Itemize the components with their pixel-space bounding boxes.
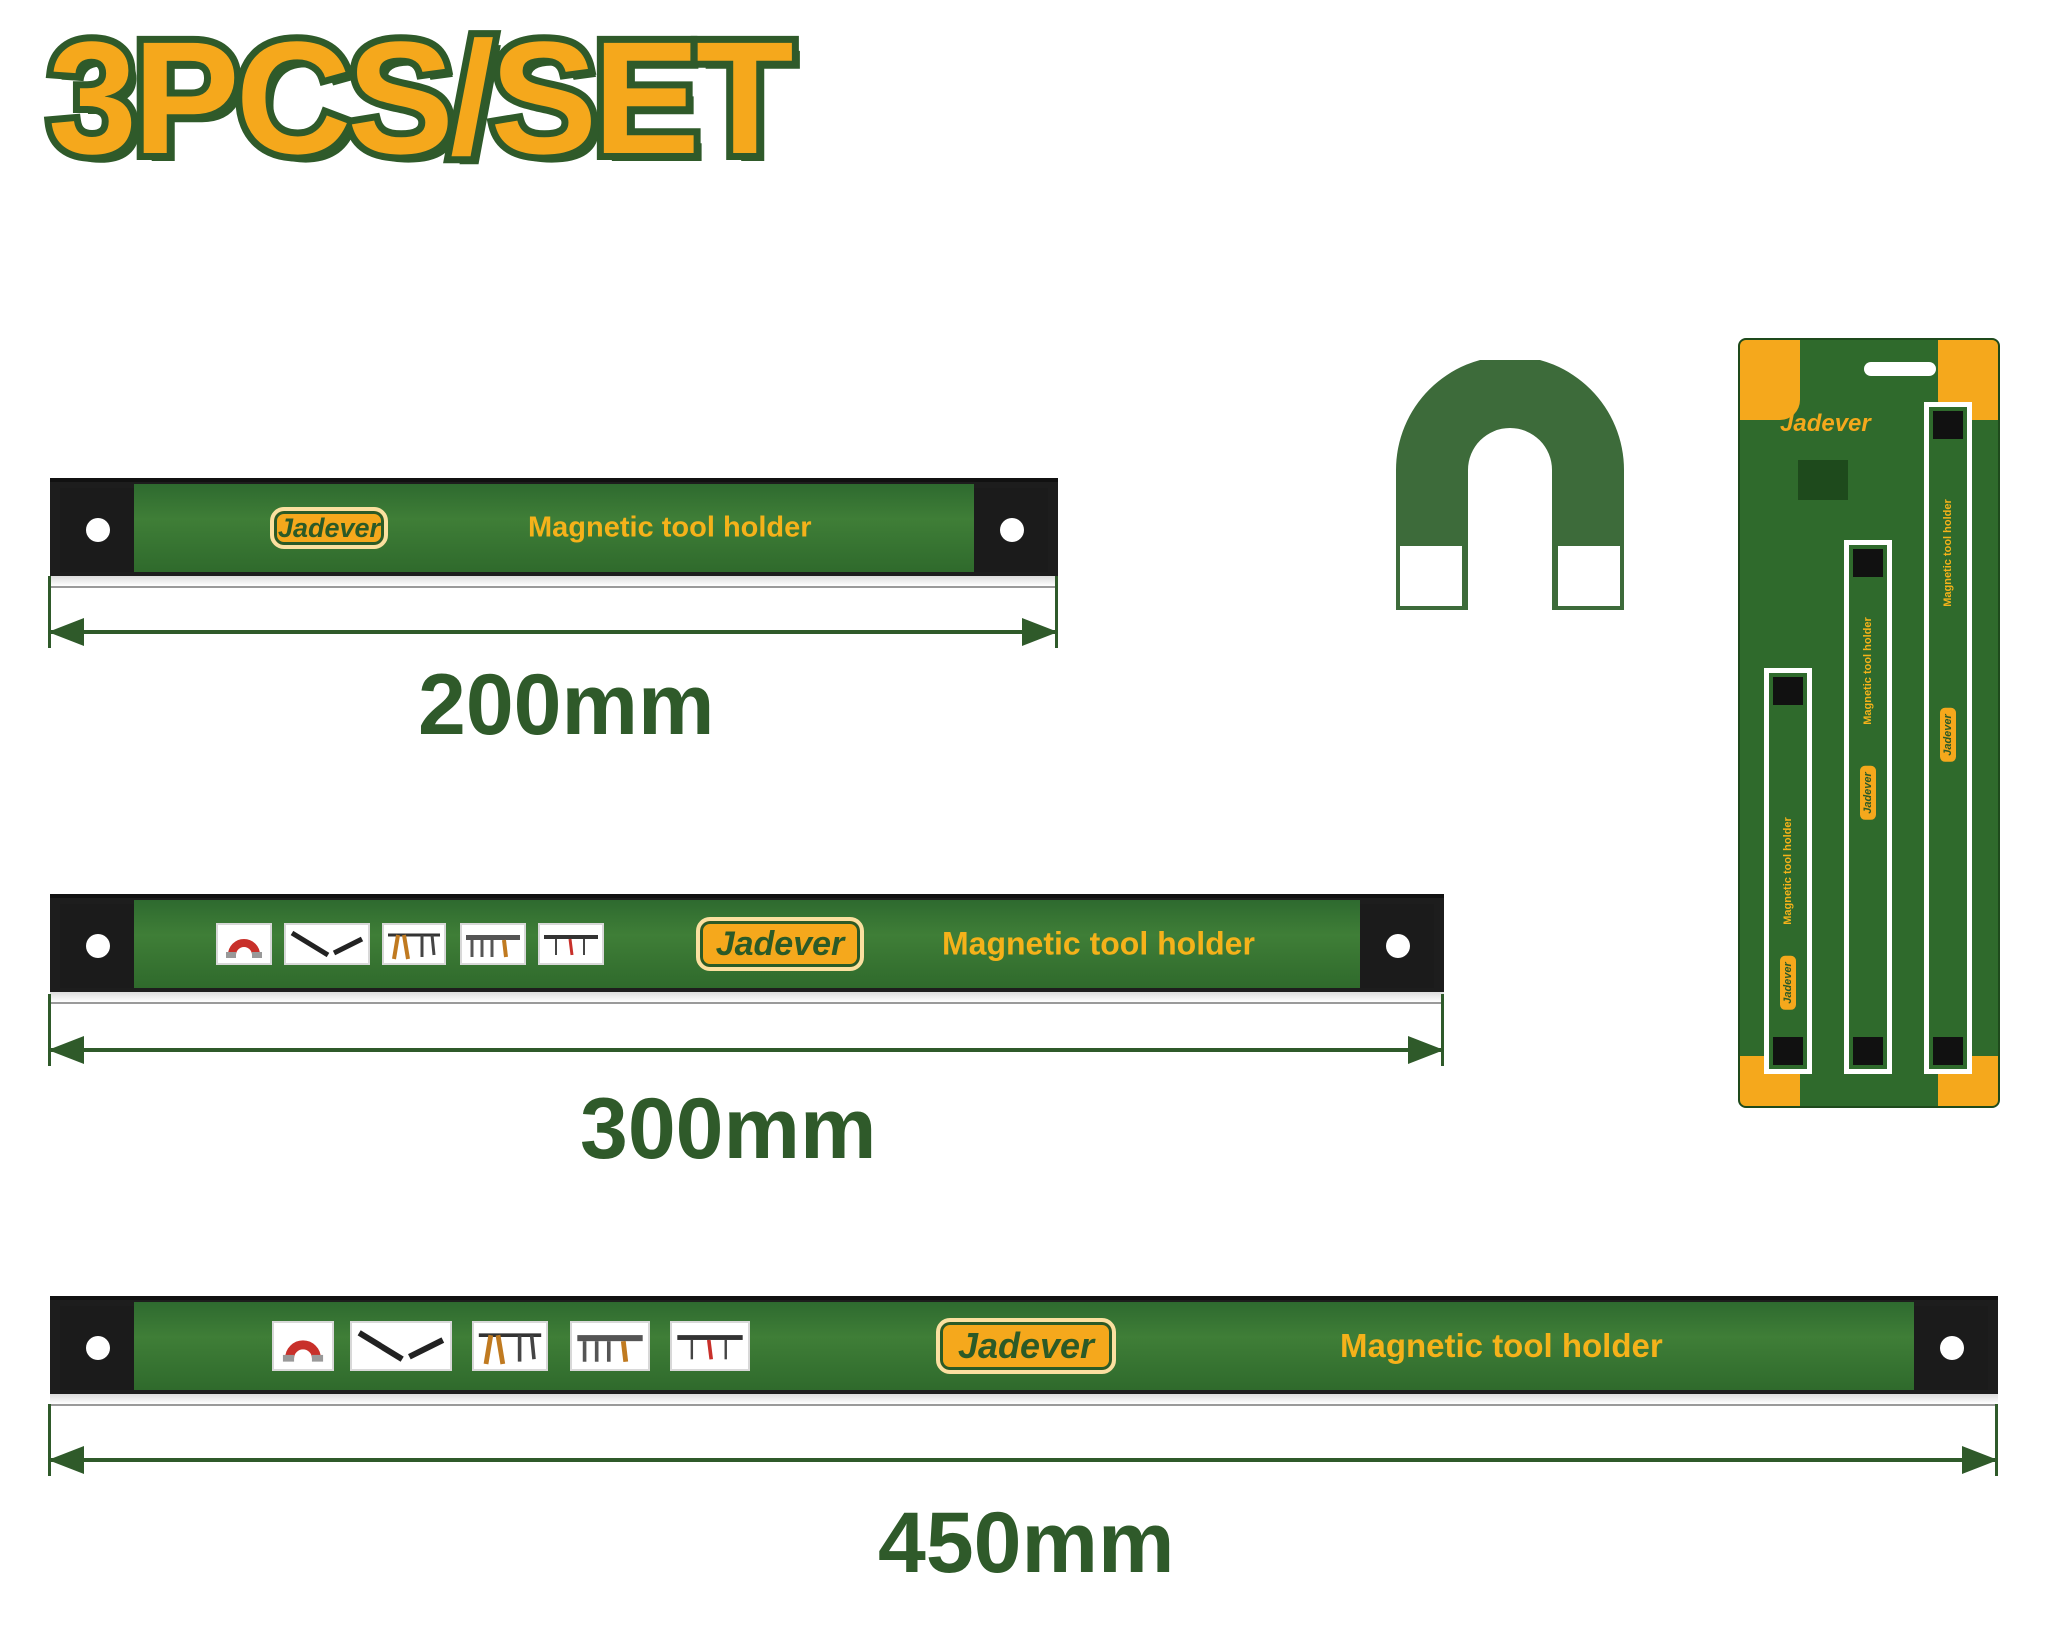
wrench-icon <box>284 923 370 965</box>
endcap-left <box>60 488 134 572</box>
hanging-tools-icon <box>670 1321 750 1371</box>
brand-logo: Jadever <box>270 507 388 549</box>
product-label-vertical: Magnetic tool holder <box>1782 817 1794 925</box>
dimension-line <box>48 1048 1444 1052</box>
hang-hole <box>1864 362 1936 376</box>
mount-hole <box>1000 518 1024 542</box>
package-bar-300: Magnetic tool holder Jadever <box>1844 540 1892 1074</box>
tool-rack-icon <box>460 923 526 965</box>
brand-logo-small: Jadever <box>1780 956 1796 1010</box>
size-label-450: 450mm <box>878 1495 1175 1591</box>
wrench-icon <box>350 1321 452 1371</box>
package-window <box>1798 460 1848 500</box>
dimension-tick <box>1995 1404 1998 1476</box>
brand-logo-small: Jadever <box>1860 766 1876 820</box>
arrow-left-icon <box>48 618 84 646</box>
arrow-right-icon <box>1408 1036 1444 1064</box>
dimension-tick <box>48 576 51 648</box>
brand-logo: Jadever <box>936 1318 1116 1374</box>
package-corner <box>1740 340 1800 420</box>
product-label-vertical: Magnetic tool holder <box>1862 616 1874 725</box>
mount-hole <box>1386 934 1410 958</box>
bar-cap <box>1773 1037 1803 1065</box>
rail-edge <box>50 992 1444 1004</box>
dimension-tick <box>1441 994 1444 1066</box>
package-bar-200: Magnetic tool holder Jadever <box>1764 668 1812 1074</box>
dimension-line <box>48 1458 1998 1462</box>
hanging-tools-icon <box>538 923 604 965</box>
tool-holder-450: Jadever Magnetic tool holder <box>50 1296 1998 1406</box>
size-label-300: 300mm <box>580 1081 877 1177</box>
arrow-left-icon <box>48 1446 84 1474</box>
magnet-icon <box>216 923 272 965</box>
dimension-line <box>48 630 1058 634</box>
arrow-right-icon <box>1962 1446 1998 1474</box>
retail-package: Jadever Magnetic tool holder Jadever Mag… <box>1738 338 2000 1108</box>
mount-hole <box>86 1336 110 1360</box>
rail-edge <box>50 1394 1998 1406</box>
mount-hole <box>86 934 110 958</box>
dimension-tick <box>1055 576 1058 648</box>
package-bar-450: Magnetic tool holder Jadever <box>1924 402 1972 1074</box>
bar-cap <box>1853 549 1883 577</box>
dimension-line-300 <box>48 994 1444 1070</box>
product-label: Magnetic tool holder <box>942 925 1255 962</box>
product-label: Magnetic tool holder <box>528 511 812 544</box>
dimension-line-200 <box>48 576 1058 652</box>
bar-cap <box>1853 1037 1883 1065</box>
endcap-right <box>1914 1306 1988 1390</box>
rail-edge <box>50 576 1058 588</box>
endcap-left <box>60 1306 134 1390</box>
dimension-tick <box>48 994 51 1066</box>
magnet-icon <box>272 1321 334 1371</box>
arrow-left-icon <box>48 1036 84 1064</box>
mount-hole <box>1940 1336 1964 1360</box>
brand-logo-small: Jadever <box>1940 708 1956 762</box>
dimension-line-450 <box>48 1404 1998 1480</box>
product-label-vertical: Magnetic tool holder <box>1942 498 1954 607</box>
product-label: Magnetic tool holder <box>1340 1327 1663 1364</box>
arrow-right-icon <box>1022 618 1058 646</box>
bar-cap <box>1933 411 1963 439</box>
package-brand: Jadever <box>1780 410 1871 437</box>
mount-hole <box>86 518 110 542</box>
tool-holder-300: Jadever Magnetic tool holder <box>50 894 1444 1004</box>
pliers-icon <box>382 923 446 965</box>
magnet-icon <box>1390 356 1630 616</box>
endcap-right <box>974 488 1048 572</box>
bar-cap <box>1933 1037 1963 1065</box>
brand-logo: Jadever <box>696 917 864 971</box>
headline: 3PCS/SET <box>41 8 801 187</box>
endcap-left <box>60 904 134 988</box>
dimension-tick <box>48 1404 51 1476</box>
endcap-right <box>1360 904 1434 988</box>
size-label-200: 200mm <box>418 657 715 753</box>
pliers-icon <box>472 1321 548 1371</box>
tool-holder-200: Jadever Magnetic tool holder <box>50 478 1058 588</box>
tool-rack-icon <box>570 1321 650 1371</box>
bar-cap <box>1773 677 1803 705</box>
